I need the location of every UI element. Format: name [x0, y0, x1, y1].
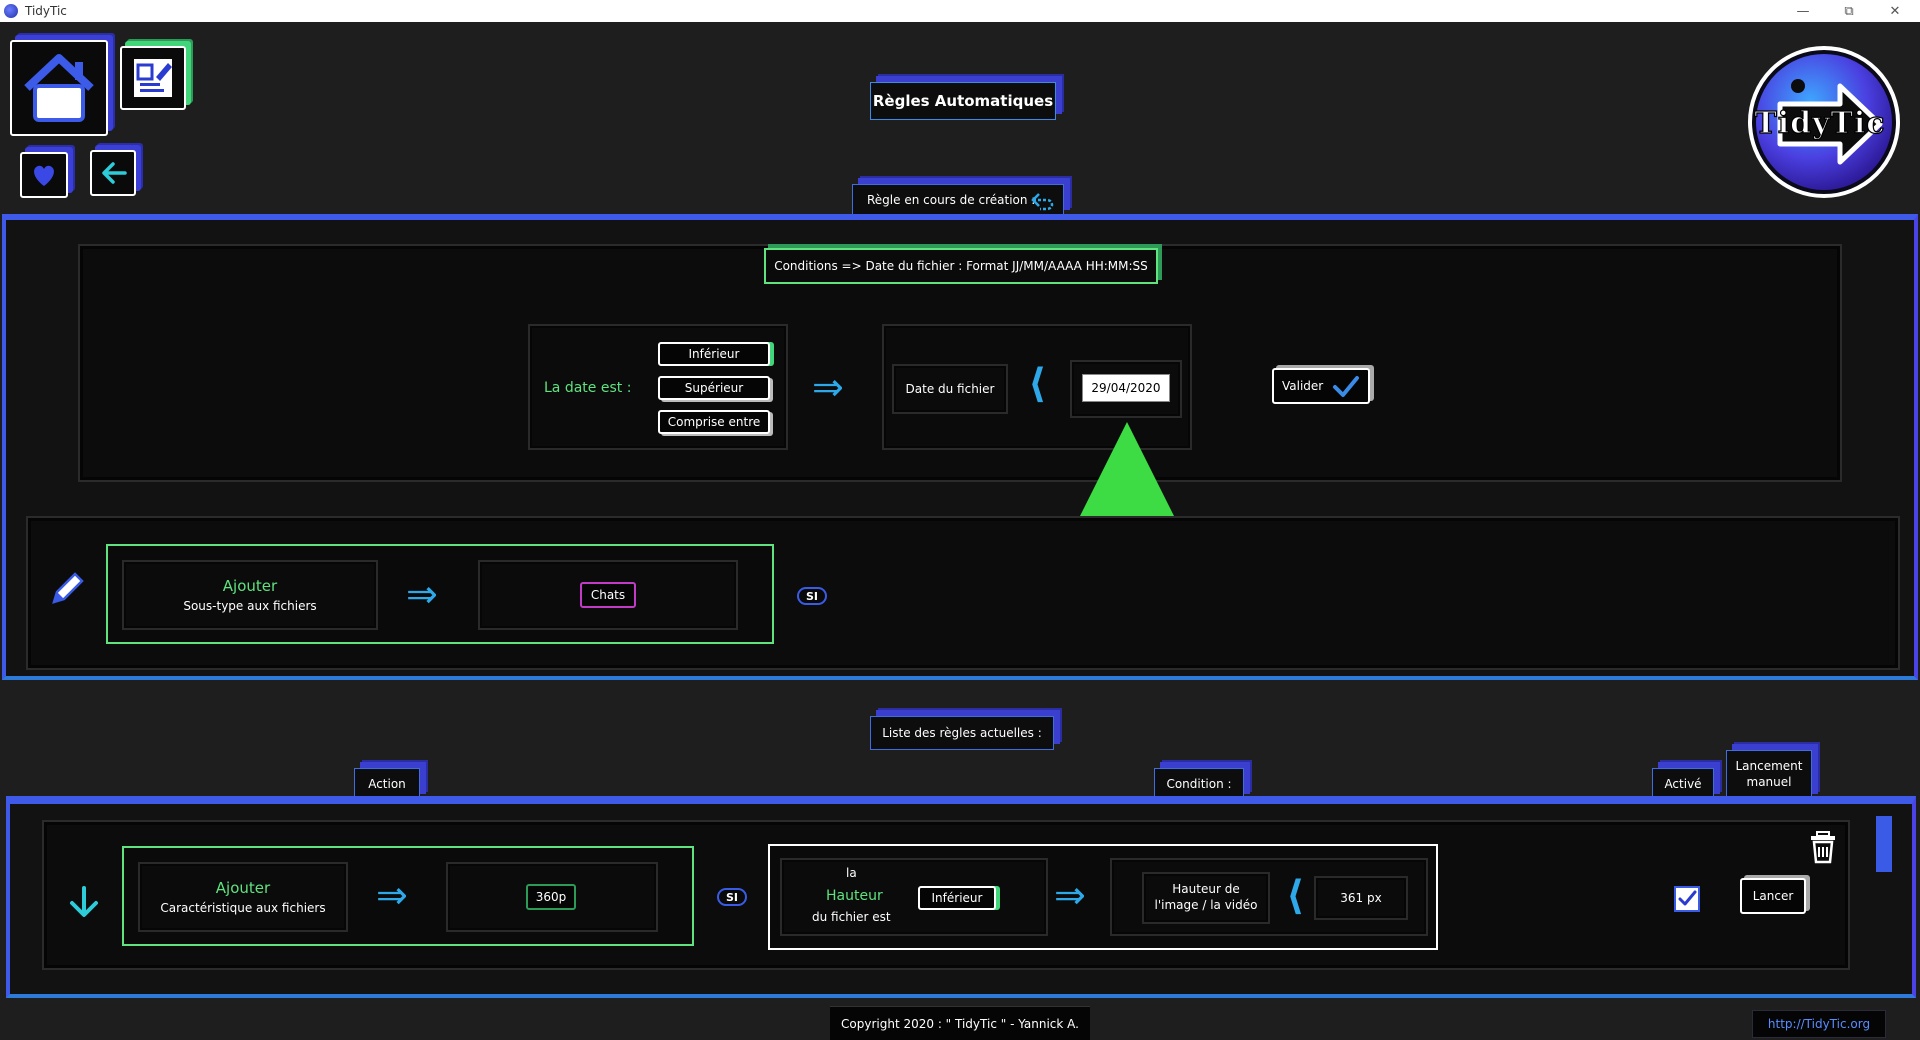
page-title: Règles Automatiques [870, 82, 1056, 120]
arrow-left-icon [102, 162, 127, 184]
rule-si-badge: SI [717, 888, 747, 906]
app-icon [4, 4, 18, 18]
restore-icon[interactable]: ⧉ [1844, 3, 1854, 19]
field-label-box: Date du fichier [892, 364, 1008, 414]
green-up-arrow-icon [1080, 422, 1174, 606]
window-title: TidyTic [25, 4, 67, 18]
document-edit-icon [134, 59, 172, 97]
conditions-title: Conditions => Date du fichier : Format J… [764, 248, 1158, 284]
heart-icon [34, 165, 54, 186]
pencil-icon[interactable] [48, 570, 86, 608]
check-icon [1333, 376, 1359, 397]
arrow-down-icon[interactable] [66, 884, 102, 920]
footer-url-link[interactable]: http://TidyTic.org [1752, 1010, 1886, 1038]
rule-action-type-box: Ajouter Caractéristique aux fichiers [138, 862, 348, 932]
undo-icon[interactable] [1029, 191, 1055, 211]
field-label: Date du fichier [905, 382, 995, 396]
double-arrow-right-icon: ⇒ [406, 572, 438, 616]
rule-action-title: Ajouter [215, 879, 271, 897]
rules-list-label: Liste des règles actuelles : [870, 716, 1054, 750]
footer-copyright: Copyright 2020 : " TidyTic " - Yannick A… [830, 1006, 1090, 1040]
home-button[interactable] [10, 40, 108, 136]
active-checkbox[interactable] [1674, 886, 1700, 912]
option-inferieur[interactable]: Inférieur [658, 342, 770, 366]
less-than-icon: ⟨ [1286, 873, 1305, 919]
validate-label: Valider [1282, 379, 1324, 393]
option-comprise-entre[interactable]: Comprise entre [658, 410, 770, 434]
si-badge: SI [797, 587, 827, 605]
checkmark-icon [1678, 890, 1697, 906]
column-header-action: Action [354, 768, 420, 800]
action-subtitle: Sous-type aux fichiers [183, 599, 317, 613]
logo-text: TidyTic [1754, 105, 1886, 141]
creation-section-label: Règle en cours de création : [852, 184, 1064, 216]
report-button[interactable] [120, 46, 186, 110]
rule-condition-subject-box [780, 858, 1048, 936]
action-title: Ajouter [222, 577, 278, 595]
cond-value: 361 px [1340, 891, 1382, 905]
option-superieur[interactable]: Supérieur [658, 376, 770, 400]
cond-subject: Hauteur [826, 888, 883, 904]
column-header-active: Activé [1652, 768, 1714, 800]
close-icon[interactable]: ✕ [1889, 3, 1901, 19]
window-titlebar: TidyTic — ⧉ ✕ [0, 0, 1920, 22]
cond-operator-chip: Inférieur [918, 886, 996, 910]
date-input[interactable] [1082, 374, 1170, 402]
creation-section-text: Règle en cours de création : [867, 193, 1036, 207]
column-header-manual: Lancement manuel [1726, 750, 1812, 800]
launch-button[interactable]: Lancer [1740, 878, 1806, 914]
cond-pre: la [846, 866, 857, 880]
double-arrow-right-icon: ⇒ [812, 365, 844, 409]
trash-icon[interactable] [1808, 830, 1838, 864]
tidytic-logo: TidyTic [1740, 42, 1902, 204]
back-button[interactable] [90, 150, 136, 196]
rule-action-value-chip: 360p [526, 884, 576, 910]
action-type-box: Ajouter Sous-type aux fichiers [122, 560, 378, 630]
cond-post: du fichier est [812, 910, 891, 924]
home-icon [24, 54, 94, 122]
cond-field-box: Hauteur de l'image / la vidéo [1142, 872, 1270, 924]
cond-field: Hauteur de l'image / la vidéo [1154, 882, 1258, 912]
date-label: La date est : [544, 380, 632, 396]
minimize-icon[interactable]: — [1796, 3, 1810, 19]
scrollbar-thumb[interactable] [1876, 816, 1892, 872]
rule-action-subtitle: Caractéristique aux fichiers [160, 901, 326, 915]
validate-button[interactable]: Valider [1272, 368, 1370, 404]
less-than-icon: ⟨ [1028, 361, 1047, 407]
double-arrow-right-icon: ⇒ [376, 873, 408, 917]
double-arrow-right-icon: ⇒ [1054, 873, 1086, 917]
favorites-button[interactable] [20, 152, 68, 198]
cond-value-box: 361 px [1314, 876, 1408, 920]
action-value-chip[interactable]: Chats [580, 582, 636, 608]
